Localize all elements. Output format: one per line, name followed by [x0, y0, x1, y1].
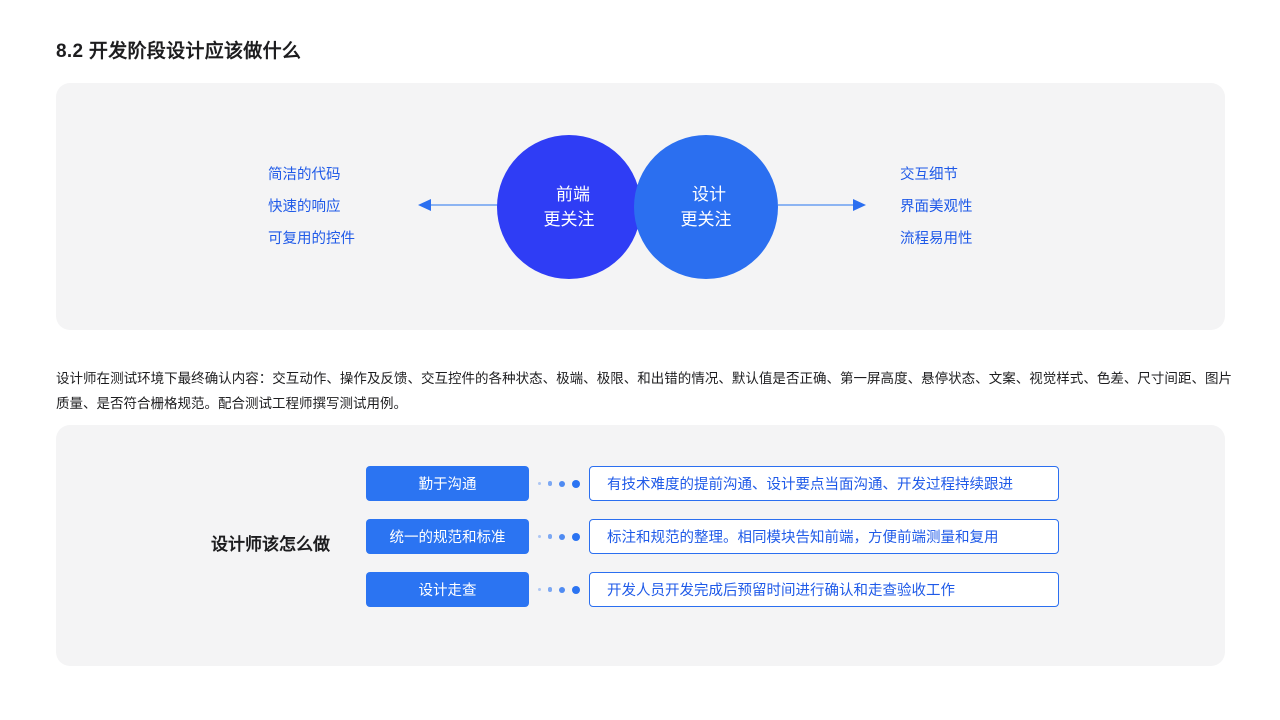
- howto-panel: 设计师该怎么做 勤于沟通 有技术难度的提前沟通、设计要点当面沟通、开发过程持续跟…: [56, 425, 1225, 666]
- body-paragraph: 设计师在测试环境下最终确认内容：交互动作、操作及反馈、交互控件的各种状态、极端、…: [56, 370, 1232, 411]
- circle-design-line-2: 更关注: [680, 210, 732, 229]
- circle-frontend: 前端 更关注: [497, 135, 641, 279]
- arrow-left-icon: [418, 199, 506, 211]
- howto-description-design-review: 开发人员开发完成后预留时间进行确认和走查验收工作: [589, 572, 1059, 607]
- design-concern-list: 交互细节 界面美观性 流程易用性: [900, 159, 973, 255]
- circle-frontend-line-1: 前端: [556, 185, 590, 204]
- venn-diagram-panel: 前端 更关注 设计 更关注 简洁的代码 快速的响应 可复用的控件 交互细节 界面…: [56, 83, 1225, 330]
- page-title: 8.2 开发阶段设计应该做什么: [56, 41, 302, 62]
- circle-design-line-1: 设计: [692, 185, 726, 204]
- howto-row: 勤于沟通 有技术难度的提前沟通、设计要点当面沟通、开发过程持续跟进: [366, 466, 1059, 501]
- howto-description-communication: 有技术难度的提前沟通、设计要点当面沟通、开发过程持续跟进: [589, 466, 1059, 501]
- dots-connector-icon: [529, 479, 589, 488]
- howto-row: 统一的规范和标准 标注和规范的整理。相同模块告知前端，方便前端测量和复用: [366, 519, 1059, 554]
- frontend-concern-item: 简洁的代码: [268, 167, 341, 183]
- design-concern-item: 交互细节: [900, 167, 958, 183]
- howto-pill-design-review[interactable]: 设计走查: [366, 572, 529, 607]
- circle-design: 设计 更关注: [634, 135, 778, 279]
- frontend-concern-item: 快速的响应: [268, 199, 341, 215]
- dots-connector-icon: [529, 532, 589, 541]
- howto-pill-standards[interactable]: 统一的规范和标准: [366, 519, 529, 554]
- design-concern-item: 流程易用性: [900, 231, 973, 247]
- arrow-right-icon: [778, 199, 866, 211]
- howto-section-label: 设计师该怎么做: [211, 535, 330, 554]
- howto-row-list: 勤于沟通 有技术难度的提前沟通、设计要点当面沟通、开发过程持续跟进 统一的规范和…: [366, 466, 1059, 607]
- design-concern-item: 界面美观性: [900, 199, 973, 215]
- circle-frontend-line-2: 更关注: [543, 210, 595, 229]
- frontend-concern-item: 可复用的控件: [268, 231, 355, 247]
- venn-diagram: 前端 更关注 设计 更关注 简洁的代码 快速的响应 可复用的控件 交互细节 界面…: [56, 83, 1225, 330]
- howto-description-standards: 标注和规范的整理。相同模块告知前端，方便前端测量和复用: [589, 519, 1059, 554]
- howto-row: 设计走查 开发人员开发完成后预留时间进行确认和走查验收工作: [366, 572, 1059, 607]
- frontend-concern-list: 简洁的代码 快速的响应 可复用的控件: [268, 159, 355, 255]
- howto-pill-communication[interactable]: 勤于沟通: [366, 466, 529, 501]
- dots-connector-icon: [529, 585, 589, 594]
